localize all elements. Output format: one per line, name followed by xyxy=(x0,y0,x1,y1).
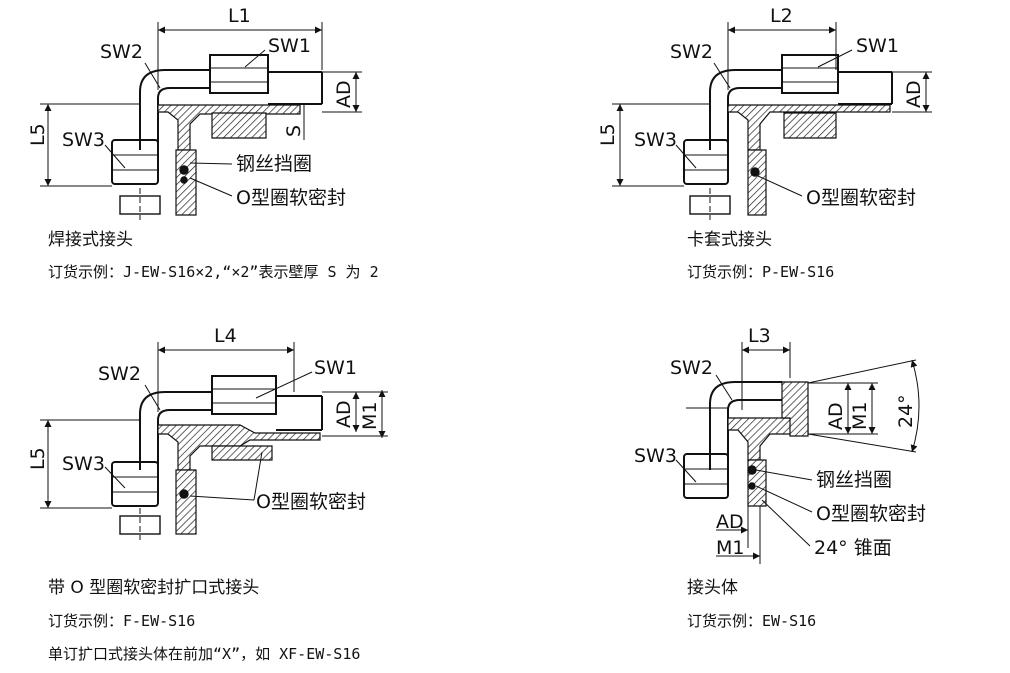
caption-body: 接头体 xyxy=(687,578,738,598)
label-sw1: SW1 xyxy=(268,35,311,57)
dim-ad-bottom: AD xyxy=(716,511,744,533)
figure-weld-labels: L1 L5 AD S SW2 SW1 SW3 钢丝挡圈 O型圈软密封 xyxy=(27,5,355,209)
dim-ad: AD xyxy=(903,80,925,108)
dim-m1: M1 xyxy=(359,402,381,430)
figure-weld xyxy=(40,22,362,220)
caption-ferrule: 卡套式接头 xyxy=(687,230,772,250)
label-sw2: SW2 xyxy=(100,41,143,63)
label-sw2: SW2 xyxy=(98,363,141,385)
figure-body-labels: L3 AD M1 24° AD M1 SW2 SW3 钢丝挡圈 O型圈软密封 2… xyxy=(634,325,926,559)
label-sw3: SW3 xyxy=(62,129,105,151)
dim-m1: M1 xyxy=(849,402,871,430)
callout-o-ring: O型圈软密封 xyxy=(256,491,366,513)
note-flare-body: 单订扩口式接头体在前加“X”，如 XF-EW-S16 xyxy=(48,645,361,663)
label-sw3: SW3 xyxy=(634,445,677,467)
figure-ferrule xyxy=(612,22,932,220)
figure-ferrule-labels: L2 L5 AD SW2 SW1 SW3 O型圈软密封 xyxy=(597,5,925,209)
dim-ad: AD xyxy=(825,402,847,430)
label-sw2: SW2 xyxy=(670,357,713,379)
label-sw2: SW2 xyxy=(670,41,713,63)
label-sw1: SW1 xyxy=(314,357,357,379)
dim-l5: L5 xyxy=(27,447,49,470)
dim-s: S xyxy=(283,125,305,137)
order-example-ferrule: 订货示例：P-EW-S16 xyxy=(687,263,835,281)
order-example-flare: 订货示例：F-EW-S16 xyxy=(48,612,196,630)
order-example-weld: 订货示例：J-EW-S16×2,“×2”表示壁厚 S 为 2 xyxy=(48,263,379,281)
dim-l1: L1 xyxy=(228,5,251,27)
dim-l3: L3 xyxy=(748,325,771,347)
callout-wire-ring: 钢丝挡圈 xyxy=(236,153,312,175)
figure-flare-labels: L4 L5 AD M1 SW2 SW1 SW3 O型圈软密封 xyxy=(27,325,381,513)
caption-flare: 带 O 型圈软密封扩口式接头 xyxy=(48,578,260,598)
figure-body xyxy=(675,342,920,564)
dim-cone-angle: 24° xyxy=(895,394,917,428)
dim-ad: AD xyxy=(333,80,355,108)
callout-cone-face: 24° 锥面 xyxy=(814,537,892,559)
callout-o-ring: O型圈软密封 xyxy=(806,187,916,209)
dim-l4: L4 xyxy=(214,325,237,347)
dim-ad: AD xyxy=(333,400,355,428)
order-example-body: 订货示例：EW-S16 xyxy=(687,612,817,630)
caption-weld: 焊接式接头 xyxy=(48,230,133,250)
dim-l2: L2 xyxy=(770,5,793,27)
figure-flare xyxy=(40,342,388,540)
callout-wire-ring: 钢丝挡圈 xyxy=(816,469,892,491)
label-sw3: SW3 xyxy=(634,129,677,151)
dim-l5: L5 xyxy=(597,123,619,146)
callout-o-ring: O型圈软密封 xyxy=(816,503,926,525)
label-sw1: SW1 xyxy=(856,35,899,57)
dim-l5: L5 xyxy=(27,123,49,146)
label-sw3: SW3 xyxy=(62,453,105,475)
dim-m1-bottom: M1 xyxy=(716,537,744,559)
callout-o-ring: O型圈软密封 xyxy=(236,187,346,209)
